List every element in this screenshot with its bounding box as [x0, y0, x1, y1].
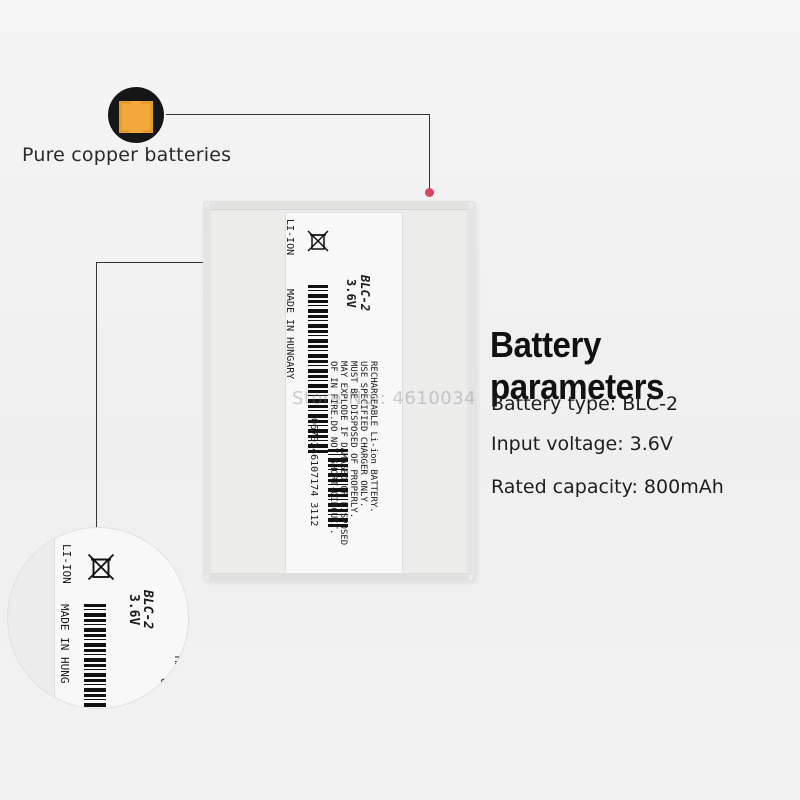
spec-battery-type: Battery type: BLC-2 [491, 393, 679, 415]
zoom-barcode [84, 604, 106, 708]
barcode [308, 285, 328, 455]
warning-line-4: MAY EXPLODE IF DAMAGED OR DISPOSED [338, 361, 348, 546]
callout-line-left [96, 262, 206, 263]
spec-input-voltage: Input voltage: 3.6V [491, 433, 673, 455]
zoom-origin-text: MADE IN HUNG [58, 604, 71, 684]
voltage-text: 3.6V [344, 279, 358, 308]
origin-text: MADE IN HUNGARY [284, 289, 295, 380]
crossed-bin-icon [307, 230, 329, 252]
model-text: BLC-2 [358, 275, 372, 312]
spec-rated-capacity: Rated capacity: 800mAh [491, 476, 724, 498]
warning-line-2: USE SPECIFIED CHARGER ONLY. [358, 361, 368, 508]
callout-dot [425, 188, 434, 197]
serial-text: 0670246107174 3112 [308, 418, 319, 527]
zoom-model-text: BLC-2 [140, 590, 155, 630]
barcode-2 [328, 449, 348, 529]
chemistry-text: LI-ION [284, 219, 295, 256]
zoom-warning-2: OF IN [158, 678, 171, 708]
callout-line-top-vertical [429, 114, 430, 192]
copper-contacts-icon [108, 87, 164, 143]
specs-title: Battery parameters [490, 324, 664, 407]
zoom-warning-1: MAY EX [172, 656, 185, 696]
zoom-chemistry-text: LI-ION [60, 544, 73, 584]
battery-label-sticker: LI-ION BLC-2 3.6V MADE IN HUNGARY 067024… [284, 212, 403, 574]
store-watermark: Store No.: 4610034 [292, 388, 477, 409]
feature-label: Pure copper batteries [22, 144, 232, 166]
callout-line-left-vertical [96, 262, 97, 528]
warning-line-3: MUST BE DISPOSED OF PROPERLY. [348, 361, 358, 519]
warning-line-5: OF IN FIRE.DO NOT SHORT-CIRCUIT. [328, 361, 338, 535]
zoom-magnifier: LI-ION BLC-2 3.6V MADE IN HUNG MAY EX OF… [8, 528, 188, 708]
callout-line-top [166, 114, 430, 115]
zoom-voltage-text: 3.6V [126, 594, 141, 626]
warning-line-1: RECHARGEABLE Li-ion BATTERY. [368, 361, 378, 513]
crossed-bin-icon-zoom [87, 553, 115, 581]
